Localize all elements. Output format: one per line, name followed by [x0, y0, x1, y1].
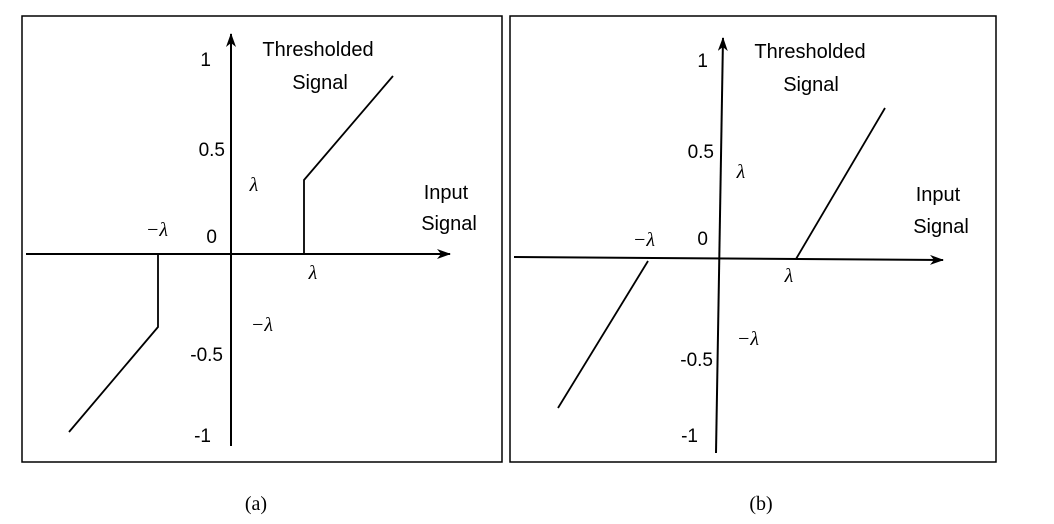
- panel-a-tick-1: 1: [200, 50, 211, 71]
- panel-b-tick-neg-1: -1: [681, 426, 698, 447]
- caption-b: (b): [749, 493, 772, 515]
- panel-a-neg-lambda-y: −λ: [251, 314, 273, 336]
- panel-a-x-title-line1: Input: [424, 182, 469, 204]
- panel-b-tick-neg-0-5: -0.5: [680, 350, 713, 371]
- panel-b: Thresholded Signal Input Signal 1 0.5 0 …: [509, 15, 997, 463]
- panel-b-soft-threshold-positive: [795, 107, 886, 260]
- panel-b-soft-threshold-negative: [557, 260, 649, 409]
- panel-a-lambda-x: λ: [308, 262, 318, 284]
- panel-b-y-title-line1: Thresholded: [754, 41, 865, 63]
- panel-a-tick-neg-0-5: -0.5: [190, 345, 223, 366]
- panel-a-y-title-line1: Thresholded: [262, 39, 373, 61]
- panel-b-y-title-line2: Signal: [783, 74, 839, 96]
- panel-b-neg-lambda-x: −λ: [633, 229, 655, 251]
- panel-a-neg-lambda-x: −λ: [146, 219, 168, 241]
- panel-a-tick-0: 0: [206, 227, 217, 248]
- panel-a-x-title-line2: Signal: [421, 213, 477, 235]
- panel-a-hard-threshold-negative: [68, 254, 159, 433]
- panel-a-y-title-line2: Signal: [292, 72, 348, 94]
- panel-b-frame: [509, 15, 997, 463]
- panel-b-tick-0: 0: [697, 229, 708, 250]
- panel-b-x-axis: [513, 254, 944, 265]
- panel-b-lambda-x: λ: [784, 265, 794, 287]
- panel-b-tick-0-5: 0.5: [688, 142, 714, 163]
- panel-b-neg-lambda-y: −λ: [737, 328, 759, 350]
- panel-a-hard-threshold-positive: [303, 75, 394, 254]
- panel-b-tick-1: 1: [697, 51, 708, 72]
- panel-a-frame: [21, 15, 503, 463]
- panel-a: Thresholded Signal Input Signal 1 0.5 0 …: [21, 15, 503, 463]
- panel-b-x-title-line1: Input: [916, 184, 961, 206]
- panel-a-tick-neg-1: -1: [194, 426, 211, 447]
- panel-a-tick-0-5: 0.5: [199, 140, 225, 161]
- panel-a-lambda-y: λ: [249, 174, 259, 196]
- panel-b-lambda-y: λ: [736, 161, 746, 183]
- caption-a: (a): [245, 493, 267, 515]
- panel-b-y-axis: [715, 37, 728, 454]
- panel-b-x-title-line2: Signal: [913, 216, 969, 238]
